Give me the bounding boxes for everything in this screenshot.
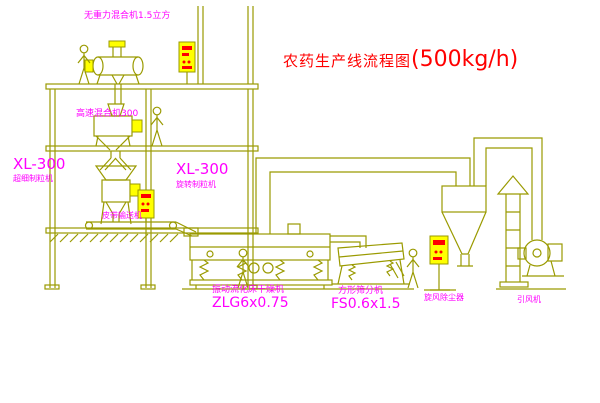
control-panel-2 (137, 189, 155, 222)
worker-figure-3 (236, 248, 250, 289)
high-speed-mixer (93, 103, 143, 171)
label-granulator-left-model: XL-300 (13, 155, 66, 173)
gravity-mixer (84, 40, 144, 104)
exhaust-duct (255, 157, 471, 234)
worker-figure-2 (150, 106, 164, 147)
ground-hatch (49, 233, 566, 291)
label-dryer-name: 振动流化床干燥机 (212, 285, 285, 295)
label-dryer-model: ZLG6x0.75 (212, 295, 289, 311)
label-granulator-right-model: XL-300 (176, 160, 229, 178)
label-sieve-name: 方形筛分机 (338, 286, 384, 296)
label-cyclone: 旋风除尘器 (424, 293, 464, 302)
label-high-speed-mixer: 高速混合机300 (76, 109, 139, 119)
fluid-bed-dryer (183, 223, 333, 289)
control-panel-3 (429, 235, 450, 291)
label-gravity-mixer: 无重力混合机1.5立方 (84, 11, 171, 21)
label-granulator-right-name: 旋转制粒机 (176, 180, 216, 189)
title-capacity: (500kg/h) (411, 47, 519, 72)
worker-figure-4 (406, 248, 420, 289)
cyclone-separator (441, 137, 543, 267)
label-belt-conveyor: 皮带输送机 (102, 211, 142, 220)
label-granulator-left-name: 超细制粒机 (13, 174, 53, 183)
diagram-title: 农药生产线流程图(500kg/h) (283, 47, 519, 72)
label-fan: 引风机 (517, 295, 541, 304)
exhaust-stack (496, 175, 530, 288)
draft-fan (517, 239, 564, 277)
control-panel-1 (178, 41, 196, 84)
belt-conveyor (84, 221, 197, 237)
square-sieve (332, 242, 410, 285)
title-text: 农药生产线流程图 (283, 52, 412, 70)
label-sieve-model: FS0.6x1.5 (331, 296, 401, 312)
